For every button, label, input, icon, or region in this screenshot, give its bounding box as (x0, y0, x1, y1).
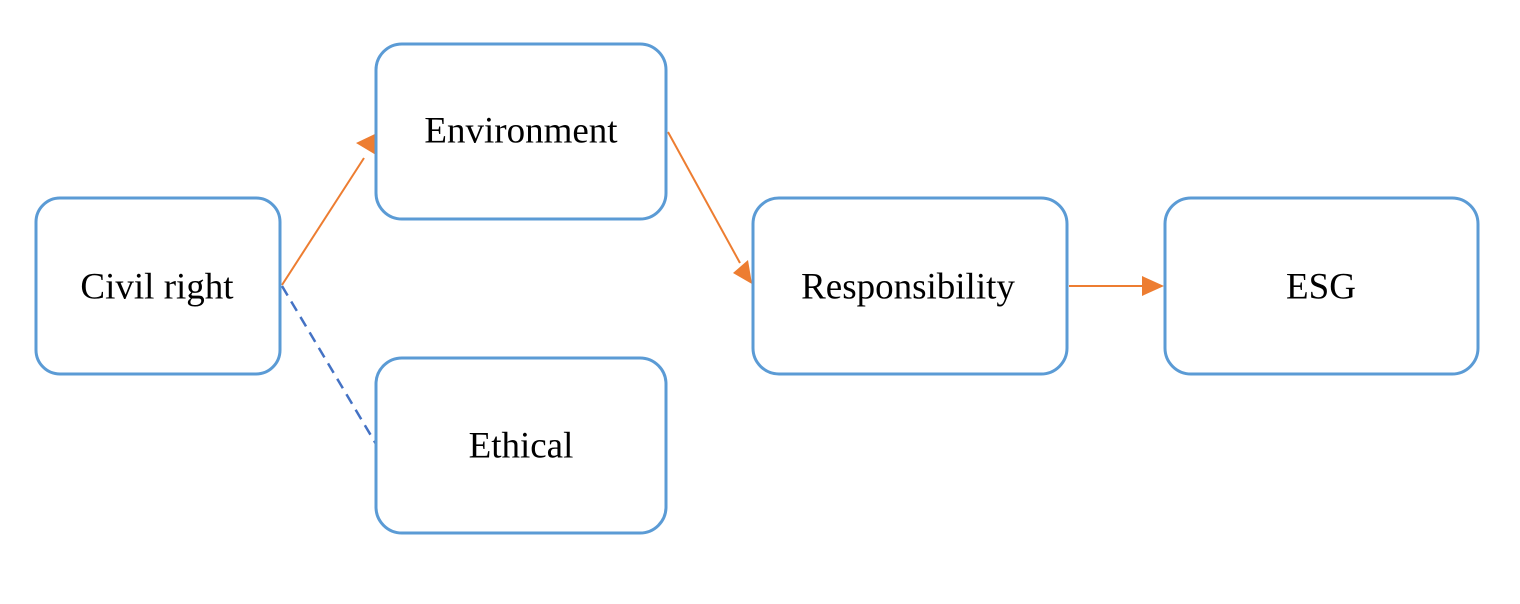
edge-civil-right-to-ethical (280, 285, 378, 445)
node-box (374, 42, 668, 221)
node-esg: ESG (1163, 196, 1480, 376)
arrowhead-responsibility (733, 260, 752, 284)
node-box (751, 196, 1069, 376)
node-box (1163, 196, 1480, 376)
node-responsibility: Responsibility (751, 196, 1069, 376)
node-label: Civil right (80, 266, 234, 307)
arrowhead-esg (1142, 276, 1164, 296)
node-ethical: Ethical (374, 356, 668, 535)
node-box (374, 356, 668, 535)
node-label: Responsibility (801, 266, 1015, 307)
edge-civil-right-to-environment (281, 157, 365, 286)
node-label: Environment (424, 110, 618, 151)
edge-environment-to-responsibility (667, 131, 741, 264)
node-environment: Environment (374, 42, 668, 221)
connectors (280, 131, 1164, 445)
node-civil-right: Civil right (34, 196, 282, 376)
node-box (34, 196, 282, 376)
node-label: ESG (1286, 266, 1356, 307)
node-label: Ethical (469, 425, 574, 466)
arrowhead-environment (356, 133, 377, 155)
